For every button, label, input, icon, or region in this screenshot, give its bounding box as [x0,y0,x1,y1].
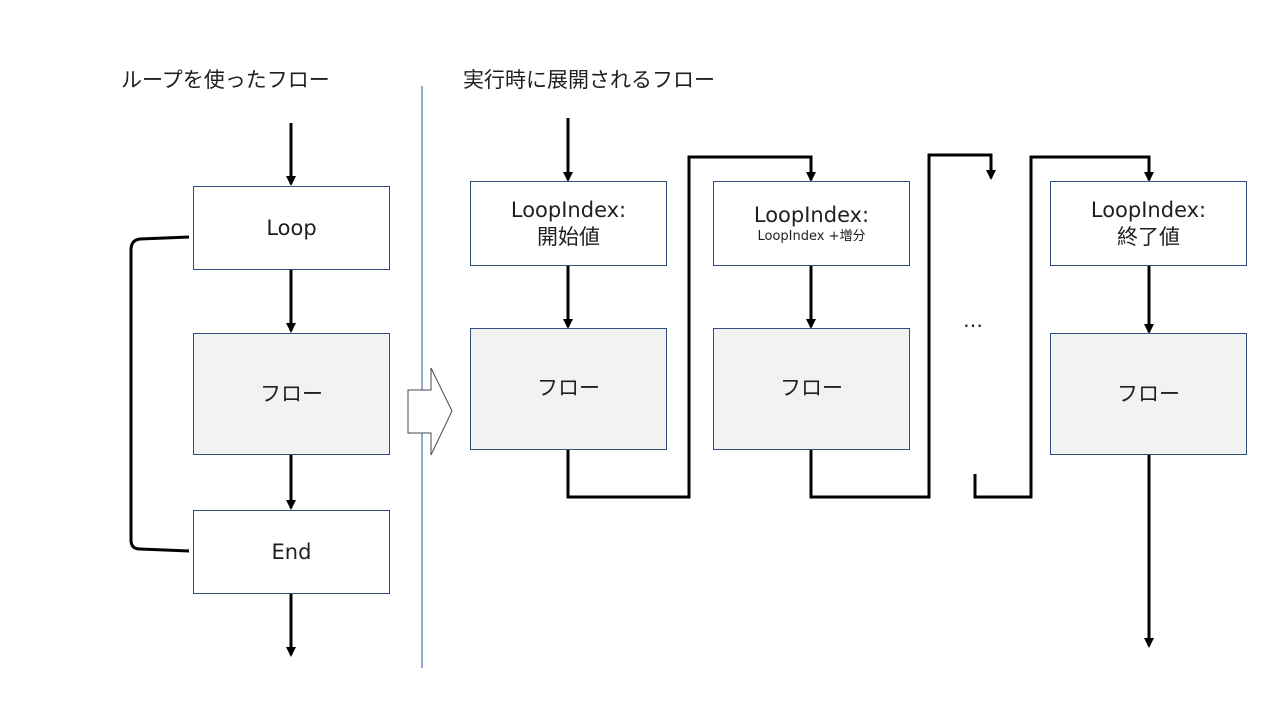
step1-index-box: LoopIndex: 開始値 [470,181,667,266]
step3-index-label: LoopIndex: [1090,198,1207,223]
step1-index-value: 開始値 [537,224,600,249]
flow-box-left: フロー [193,333,390,455]
step3-index-value: 終了値 [1117,224,1180,249]
step2-index-box: LoopIndex: LoopIndex +増分 [713,181,910,266]
connector-ellipsis-to-step3 [973,155,1154,499]
end-label: End [271,539,312,564]
heading-loop-flow: ループを使ったフロー [121,68,330,92]
loop-label: Loop [266,215,317,240]
end-box: End [193,510,390,594]
flow-label-left: フロー [260,381,323,406]
step3-flow-label: フロー [1117,381,1180,406]
step2-flow-label: フロー [780,376,843,400]
step1-index-label: LoopIndex: [510,198,627,223]
step1-flow-box: フロー [470,328,667,450]
loop-back-bracket [129,235,190,553]
step1-flow-label: フロー [537,376,600,400]
step3-flow-box: フロー [1050,333,1247,455]
connector-step1-to-step2 [566,155,816,499]
step2-flow-box: フロー [713,328,910,450]
step2-index-label: LoopIndex: [753,203,870,228]
loop-box: Loop [193,186,390,270]
step2-index-value: LoopIndex +増分 [757,228,866,244]
ellipsis: … [963,308,983,332]
transition-arrow [407,367,453,456]
step3-index-box: LoopIndex: 終了値 [1050,181,1247,266]
connector-step2-to-ellipsis [809,153,996,499]
heading-expanded-flow: 実行時に展開されるフロー [463,68,715,92]
